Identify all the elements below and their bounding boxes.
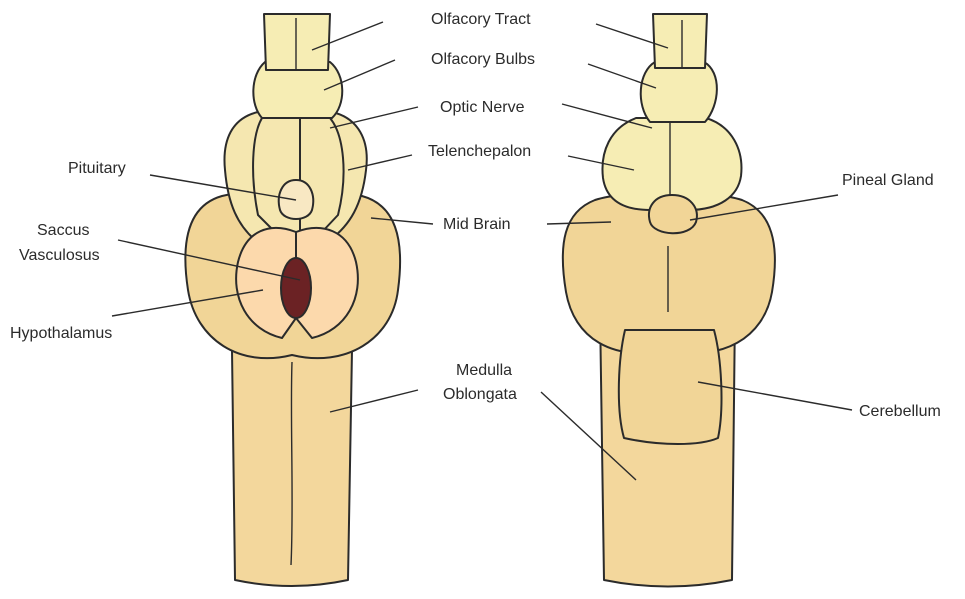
ventral-view [185, 14, 400, 586]
label-cerebellum: Cerebellum [859, 403, 941, 420]
dorsal-olfactory-tract [653, 14, 707, 68]
label-olfactory-tract: Olfacory Tract [431, 11, 531, 28]
label-pituitary: Pituitary [68, 160, 126, 177]
dorsal-cerebellum [619, 330, 722, 444]
dorsal-olfactory-bulbs [641, 62, 717, 122]
label-medulla: Medulla [456, 362, 512, 379]
ventral-saccus-vasculosus [281, 258, 311, 318]
label-vasculosus: Vasculosus [19, 247, 100, 264]
label-hypothalamus: Hypothalamus [10, 325, 112, 342]
label-telencephalon: Telenchepalon [428, 143, 531, 160]
label-olfactory-bulbs: Olfacory Bulbs [431, 51, 535, 68]
labels: Olfacory Tract Olfacory Bulbs Optic Nerv… [10, 11, 941, 420]
label-saccus: Saccus [37, 222, 89, 239]
ventral-olfactory-tract [264, 14, 330, 70]
label-pineal-gland: Pineal Gland [842, 172, 934, 189]
label-oblongata: Oblongata [443, 386, 517, 403]
label-mid-brain: Mid Brain [443, 216, 511, 233]
label-optic-nerve: Optic Nerve [440, 99, 525, 116]
dorsal-pineal-gland [649, 195, 697, 233]
dorsal-view [563, 14, 775, 587]
